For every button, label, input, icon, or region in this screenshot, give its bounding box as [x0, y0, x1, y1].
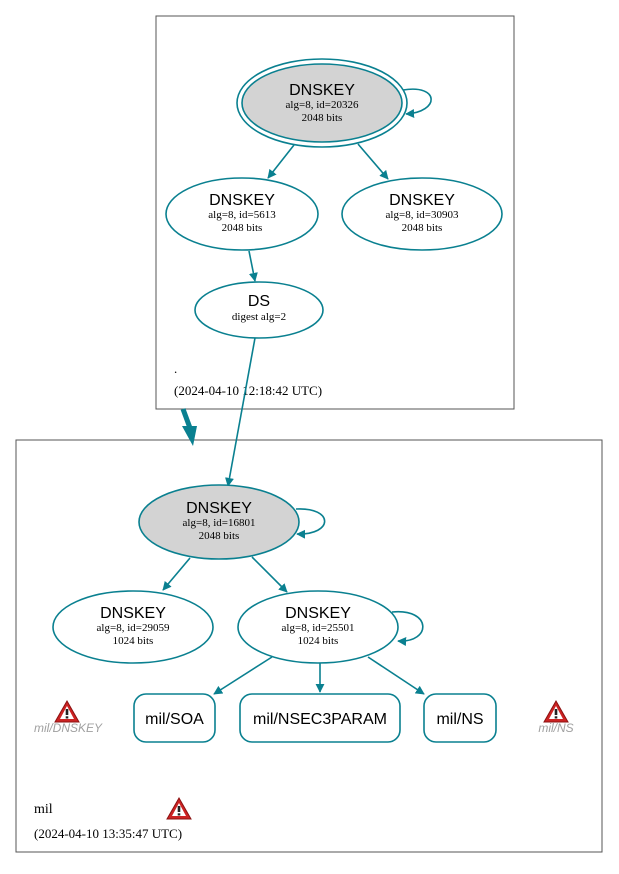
root-zone-timestamp: (2024-04-10 12:18:42 UTC) [174, 383, 322, 398]
root-zone-cluster: . (2024-04-10 12:18:42 UTC) [155, 15, 515, 410]
mil-ksk-alg: alg=8, id=16801 [183, 517, 256, 529]
mil-ksk-node[interactable]: DNSKEY alg=8, id=16801 2048 bits [138, 484, 300, 560]
mil-ksk-to-zsk-a-edge [162, 557, 191, 591]
mil-zsk-b-title: DNSKEY [285, 605, 351, 622]
root-zsk-a-node[interactable]: DNSKEY alg=8, id=5613 2048 bits [165, 177, 319, 251]
mil-ns-rrset-node[interactable]: mil/NS [423, 693, 497, 743]
root-ksk-to-zsk-b-edge [357, 143, 389, 180]
mil-ksk-bits: 2048 bits [199, 530, 240, 542]
mil-dnskey-warning[interactable]: mil/DNSKEY [34, 700, 103, 735]
mil-zone-border [15, 439, 603, 853]
mil-ksk-to-zsk-b-edge [251, 556, 288, 593]
mil-nsec3param-label: mil/NSEC3PARAM [253, 711, 387, 728]
warning-triangle-icon [543, 700, 569, 723]
root-zone-name: . [174, 361, 177, 376]
mil-dnskey-warning-label: mil/DNSKEY [34, 721, 103, 735]
warning-triangle-icon [54, 700, 80, 723]
root-ksk-title: DNSKEY [289, 82, 355, 99]
root-zsk-b-alg: alg=8, id=30903 [386, 209, 459, 221]
mil-zsk-b-bits: 1024 bits [298, 635, 339, 647]
mil-soa-label: mil/SOA [145, 711, 204, 728]
mil-ns-label: mil/NS [436, 711, 483, 728]
root-ksk-alg: alg=8, id=20326 [286, 99, 359, 111]
mil-zone-cluster: mil (2024-04-10 13:35:47 UTC) [15, 439, 603, 853]
mil-zsk-b-alg: alg=8, id=25501 [282, 622, 355, 634]
warning-triangle-icon [166, 797, 192, 820]
ds-to-mil-ksk-edge [225, 337, 256, 487]
root-ksk-bits: 2048 bits [302, 112, 343, 124]
root-zsk-a-title: DNSKEY [209, 192, 275, 209]
mil-zsk-b-to-soa-edge [213, 656, 273, 695]
root-zsk-a-bits: 2048 bits [222, 222, 263, 234]
edges [162, 88, 432, 695]
mil-soa-rrset-node[interactable]: mil/SOA [133, 693, 216, 743]
ds-title: DS [248, 293, 270, 310]
mil-zone-name: mil [34, 802, 53, 817]
mil-ksk-title: DNSKEY [186, 500, 252, 517]
root-zsk-a-alg: alg=8, id=5613 [208, 209, 276, 221]
root-zone-border [155, 15, 515, 410]
mil-ns-warning[interactable]: mil/NS [538, 700, 574, 735]
root-zsk-a-to-ds-edge [248, 250, 258, 282]
mil-zsk-b-node[interactable]: DNSKEY alg=8, id=25501 1024 bits [237, 590, 399, 664]
root-zsk-b-node[interactable]: DNSKEY alg=8, id=30903 2048 bits [341, 177, 503, 251]
mil-zsk-a-title: DNSKEY [100, 605, 166, 622]
mil-zsk-b-self-signature-edge [391, 611, 424, 646]
root-ksk-node[interactable]: DNSKEY alg=8, id=20326 2048 bits [236, 58, 408, 148]
ds-node[interactable]: DS digest alg=2 [194, 281, 324, 339]
mil-zone-timestamp: (2024-04-10 13:35:47 UTC) [34, 826, 182, 841]
mil-ns-warning-label: mil/NS [538, 721, 573, 735]
delegation-edge [180, 408, 197, 446]
root-ksk-self-signature-edge [402, 88, 432, 119]
root-ksk-to-zsk-a-edge [267, 144, 295, 179]
root-zsk-b-title: DNSKEY [389, 192, 455, 209]
mil-zsk-b-to-ns-edge [367, 656, 425, 695]
ds-digest: digest alg=2 [232, 311, 286, 323]
mil-nsec3param-rrset-node[interactable]: mil/NSEC3PARAM [239, 693, 401, 743]
mil-zsk-a-alg: alg=8, id=29059 [97, 622, 170, 634]
mil-ksk-self-signature-edge [295, 508, 326, 539]
root-zsk-b-bits: 2048 bits [402, 222, 443, 234]
mil-zone-warning[interactable] [166, 797, 192, 820]
mil-zsk-a-bits: 1024 bits [113, 635, 154, 647]
mil-zsk-a-node[interactable]: DNSKEY alg=8, id=29059 1024 bits [52, 590, 214, 664]
